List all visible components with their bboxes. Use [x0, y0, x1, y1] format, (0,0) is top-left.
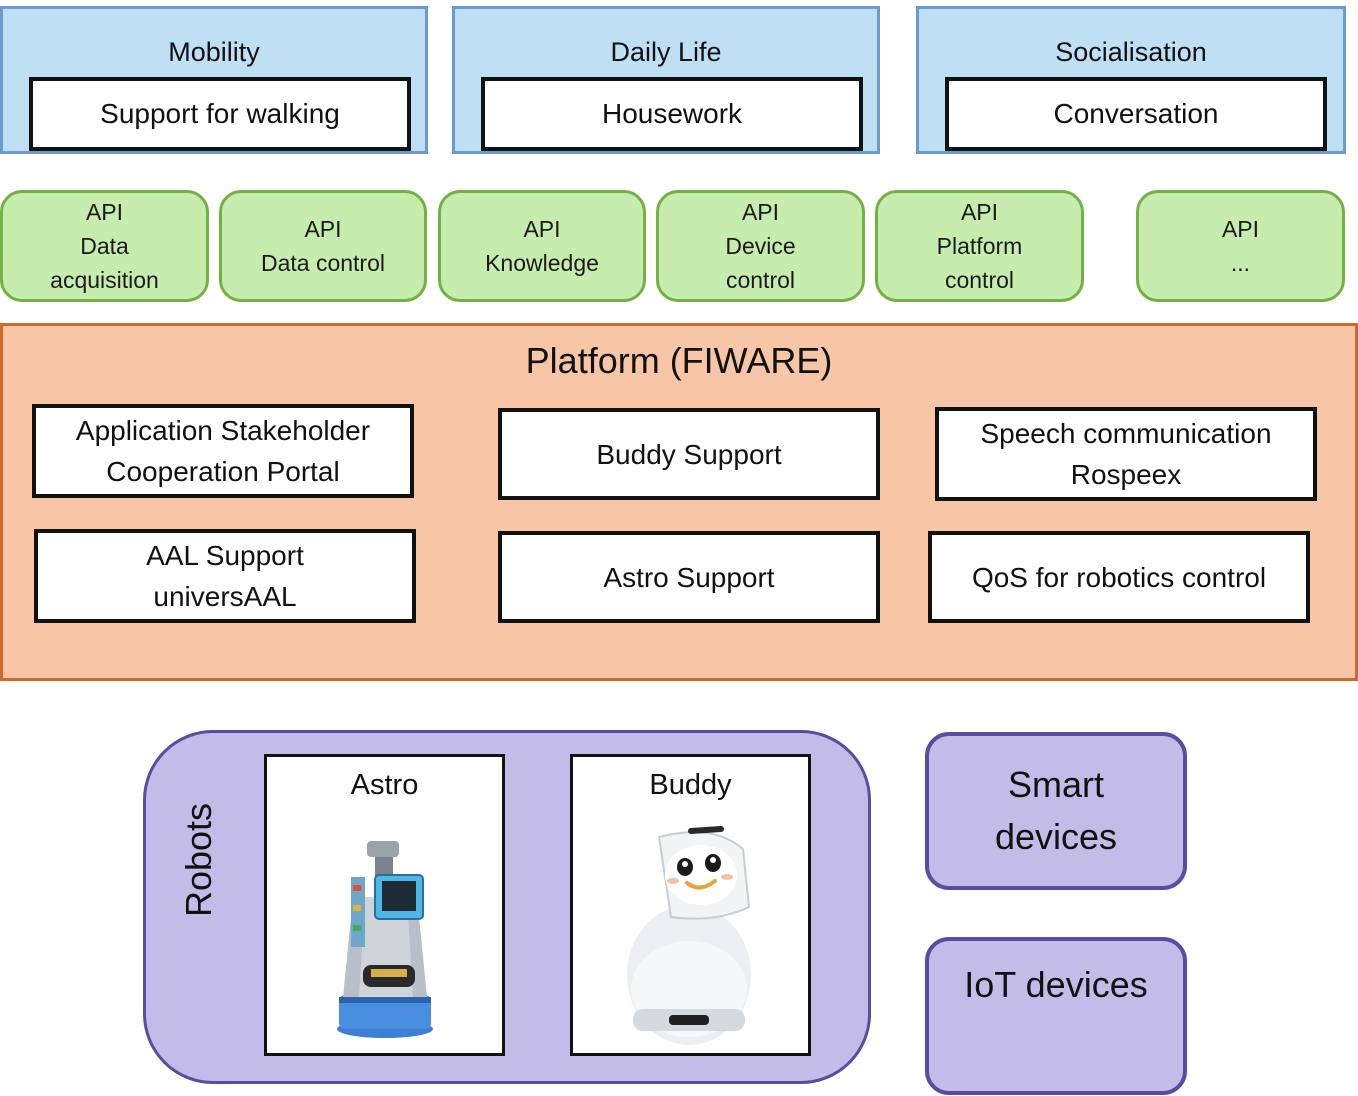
component-buddy-support: Buddy Support — [498, 408, 880, 500]
api-line: acquisition — [50, 267, 159, 293]
iot-devices-box: IoT devices — [925, 937, 1187, 1095]
component-astro-support: Astro Support — [498, 531, 880, 623]
robots-label: Robots — [178, 802, 220, 918]
component-aal-support: AAL Support universAAL — [34, 529, 416, 623]
robot-name: Buddy — [649, 769, 732, 801]
api-line: control — [725, 267, 796, 293]
api-line: Data control — [260, 250, 385, 276]
api-line: Device — [725, 233, 796, 259]
component-line: universAAL — [153, 581, 297, 612]
component-line: Buddy Support — [596, 438, 782, 470]
domain-socialisation: Socialisation Conversation — [916, 6, 1346, 154]
domain-title: Socialisation — [1055, 37, 1207, 67]
api-line: API — [523, 216, 561, 242]
api-data-control: API Data control — [219, 190, 427, 302]
api-line: API — [741, 199, 780, 225]
api-line: API — [85, 199, 124, 225]
domain-daily-life: Daily Life Housework — [452, 6, 880, 154]
api-more: API ... — [1136, 190, 1345, 302]
component-line: QoS for robotics control — [971, 561, 1267, 593]
component-speech-communication: Speech communication Rospeex — [935, 407, 1317, 501]
api-data-acquisition: API Data acquisition — [0, 190, 209, 302]
platform-panel: Platform (FIWARE) — [0, 323, 1358, 681]
domain-title: Mobility — [168, 37, 260, 67]
component-stakeholder-portal: Application Stakeholder Cooperation Port… — [32, 404, 414, 498]
device-line: devices — [994, 816, 1118, 857]
api-line: API — [960, 199, 999, 225]
robot-name: Astro — [350, 769, 419, 801]
device-line: Smart — [1007, 764, 1104, 805]
platform-title: Platform (FIWARE) — [525, 340, 833, 381]
service-box: Conversation — [945, 77, 1327, 151]
component-line: Cooperation Portal — [106, 456, 340, 487]
api-platform-control: API Platform control — [875, 190, 1084, 302]
device-line: IoT devices — [964, 964, 1148, 1005]
api-device-control: API Device control — [656, 190, 865, 302]
api-line: API — [304, 216, 342, 242]
service-box: Support for walking — [29, 77, 411, 151]
smart-devices-box: Smart devices — [925, 732, 1187, 890]
api-line: control — [944, 267, 1015, 293]
api-line: API — [1221, 216, 1260, 242]
api-line: ... — [1230, 250, 1251, 276]
component-line: Astro Support — [603, 561, 775, 593]
domain-title: Daily Life — [610, 37, 722, 67]
api-line: Data — [80, 233, 129, 259]
robot-card-astro: Astro — [264, 754, 505, 1056]
component-line: Rospeex — [1070, 459, 1182, 490]
robot-card-buddy: Buddy — [570, 754, 811, 1056]
api-knowledge: API Knowledge — [438, 190, 646, 302]
component-line: AAL Support — [146, 540, 304, 571]
domain-mobility: Mobility Support for walking — [0, 6, 428, 154]
api-line: Knowledge — [485, 250, 599, 276]
component-qos-robotics: QoS for robotics control — [928, 531, 1310, 623]
buddy-robot-icon — [627, 826, 751, 1045]
astro-robot-icon — [337, 841, 433, 1038]
api-line: Platform — [936, 233, 1023, 259]
component-line: Application Stakeholder — [75, 415, 371, 446]
component-line: Speech communication — [980, 418, 1272, 449]
service-box: Housework — [481, 77, 863, 151]
